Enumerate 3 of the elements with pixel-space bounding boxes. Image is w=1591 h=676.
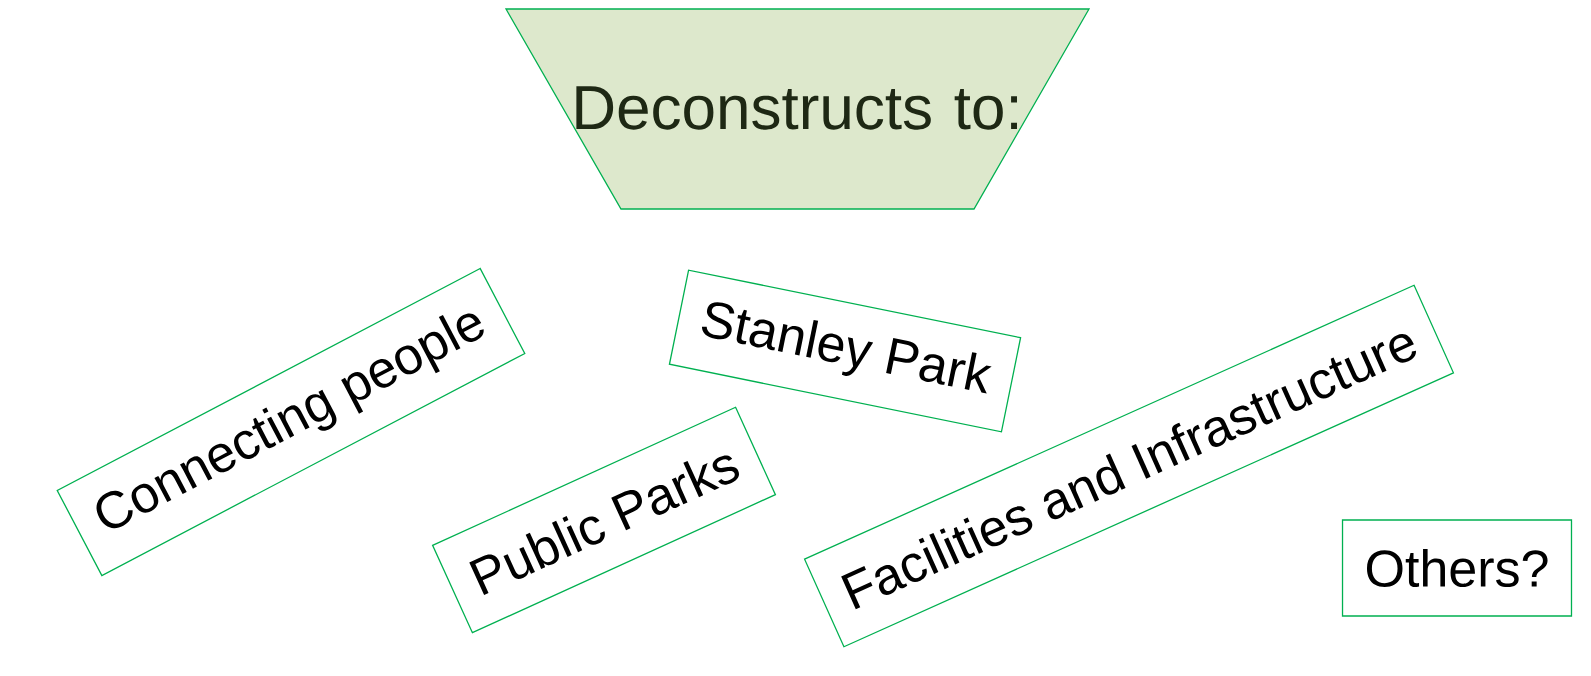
label-box: Public Parks bbox=[431, 406, 777, 634]
label-box: Others? bbox=[1341, 519, 1573, 617]
label-box: Stanley Park bbox=[668, 269, 1022, 433]
